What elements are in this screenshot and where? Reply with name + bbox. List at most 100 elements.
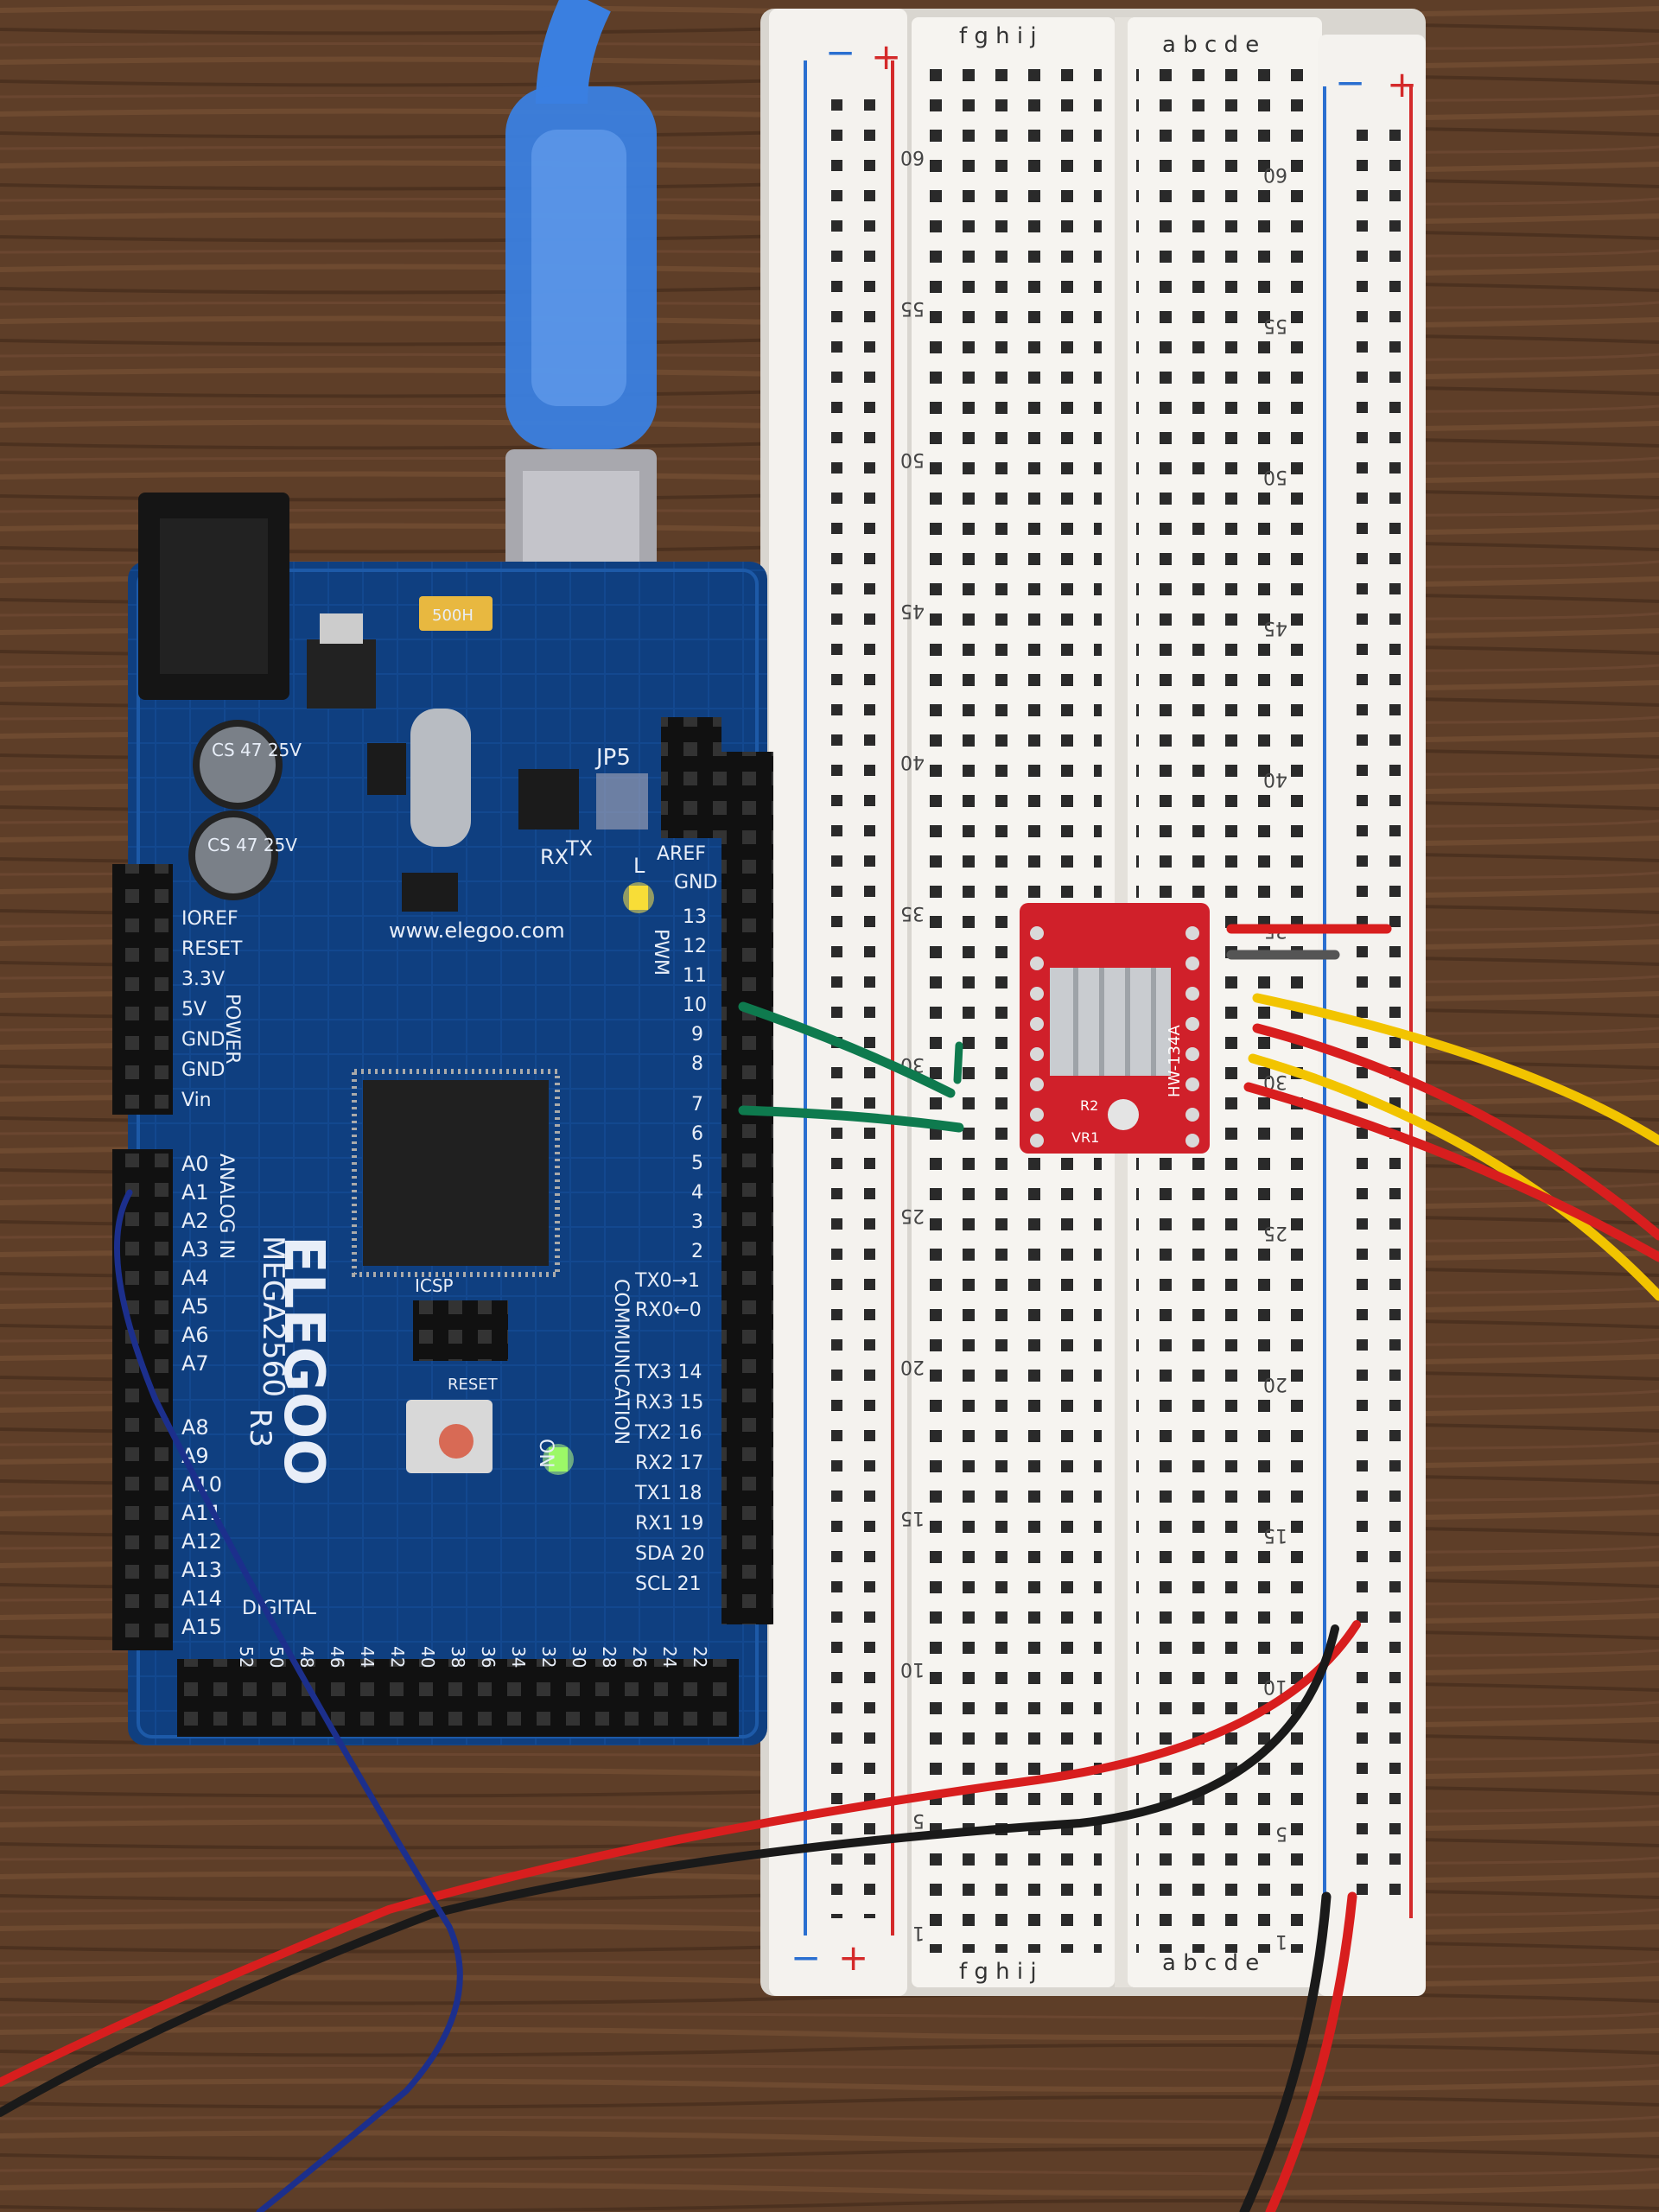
svg-text:RX: RX (540, 845, 569, 869)
svg-text:500H: 500H (432, 607, 474, 625)
svg-text:10: 10 (900, 1658, 925, 1680)
voltage-regulator (307, 639, 376, 709)
svg-text:44: 44 (357, 1646, 378, 1668)
svg-text:4: 4 (691, 1182, 703, 1204)
svg-text:A5: A5 (181, 1294, 209, 1319)
red-power-lead (0, 1620, 1361, 2087)
svg-text:GND: GND (181, 1029, 225, 1051)
power-label: POWER (221, 994, 243, 1065)
svg-text:20: 20 (1263, 1373, 1287, 1395)
svg-text:8: 8 (691, 1053, 703, 1075)
svg-text:RX0←0: RX0←0 (635, 1300, 702, 1321)
svg-text:VR1: VR1 (1071, 1129, 1099, 1146)
rail-minus-label-bottom: − (791, 1936, 821, 1979)
usb-interface-chip (518, 769, 579, 830)
digital-label: DIGITAL (242, 1598, 317, 1619)
svg-text:GND: GND (181, 1059, 225, 1081)
icsp-header (413, 1300, 508, 1361)
svg-text:TX0→1: TX0→1 (634, 1270, 700, 1292)
svg-text:34: 34 (508, 1646, 529, 1668)
svg-text:ON: ON (535, 1439, 556, 1468)
svg-text:30: 30 (569, 1646, 589, 1668)
svg-text:1: 1 (1275, 1930, 1287, 1952)
svg-text:RX2 17: RX2 17 (635, 1452, 703, 1474)
row-numbers-right: 60 55 50 45 40 35 30 25 20 15 10 5 1 (1263, 163, 1287, 1952)
svg-text:24: 24 (659, 1646, 680, 1668)
svg-text:10: 10 (683, 995, 707, 1016)
svg-text:TX1 18: TX1 18 (634, 1483, 702, 1504)
red-lead-bottom (1265, 1891, 1357, 2212)
digital-bottom-header (177, 1659, 739, 1737)
crystal-oscillator (410, 709, 471, 847)
revision-label: R3 (243, 1408, 277, 1447)
rail-plus-label-bottom: + (838, 1936, 868, 1979)
driver-model-label: HW-134A (1166, 1025, 1184, 1097)
website-label: www.elegoo.com (389, 918, 565, 943)
svg-text:22: 22 (690, 1646, 710, 1668)
atmega2560-chip (352, 1069, 560, 1277)
svg-text:A14: A14 (181, 1586, 222, 1611)
svg-text:5V: 5V (181, 999, 207, 1020)
svg-text:AREF: AREF (657, 843, 706, 865)
svg-text:36: 36 (478, 1646, 499, 1668)
row-numbers-left: 60 55 50 45 40 35 30 25 20 15 10 5 1 (900, 146, 925, 1943)
capacitor-2: CS 47 25V (188, 810, 297, 900)
svg-text:GND: GND (674, 872, 717, 893)
svg-text:50: 50 (266, 1646, 287, 1668)
rail-minus-label: − (825, 31, 855, 73)
svg-text:13: 13 (683, 906, 707, 928)
svg-text:A12: A12 (181, 1529, 222, 1554)
svg-text:42: 42 (387, 1646, 408, 1668)
capacitor-1: CS 47 25V (193, 720, 302, 810)
arduino-mega-board: 500H CS 47 25V CS 47 25V JP5 TX RX L (112, 493, 773, 1745)
svg-text:45: 45 (1263, 617, 1287, 639)
red-wire-1 (1252, 1023, 1659, 1241)
model-label: MEGA2560 (256, 1236, 290, 1397)
svg-text:15: 15 (900, 1507, 925, 1529)
green-wire-1 (738, 1001, 956, 1098)
svg-text:CS 47 25V: CS 47 25V (207, 835, 297, 855)
rail-minus-label-right: − (1335, 61, 1365, 104)
cols-left-bottom: f g h i j (959, 1959, 1037, 1985)
svg-text:50: 50 (900, 448, 925, 470)
svg-text:55: 55 (900, 297, 925, 319)
svg-text:7: 7 (691, 1094, 703, 1116)
svg-text:32: 32 (538, 1646, 559, 1668)
green-wire-2 (738, 1105, 964, 1133)
svg-text:RESET: RESET (181, 938, 243, 960)
svg-text:A3: A3 (181, 1237, 209, 1262)
svg-text:15: 15 (1263, 1524, 1287, 1546)
svg-text:25: 25 (900, 1205, 925, 1226)
svg-text:TX2 16: TX2 16 (634, 1422, 702, 1444)
svg-text:R2: R2 (1080, 1097, 1098, 1114)
svg-text:RESET: RESET (448, 1376, 499, 1394)
blue-wire (113, 1189, 463, 2212)
svg-text:48: 48 (296, 1646, 317, 1668)
analog-in-label: ANALOG IN (215, 1154, 237, 1259)
svg-text:28: 28 (599, 1646, 620, 1668)
svg-text:40: 40 (900, 751, 925, 772)
svg-text:SDA 20: SDA 20 (635, 1543, 705, 1565)
svg-text:12: 12 (683, 936, 707, 957)
cols-right-bottom: a b c d e (1162, 1950, 1259, 1976)
jp5-header (661, 717, 721, 838)
svg-text:Vin: Vin (181, 1090, 212, 1111)
stepper-driver-module: VR1 R2 HW-134A (1020, 903, 1210, 1154)
svg-text:6: 6 (691, 1123, 703, 1145)
svg-text:26: 26 (629, 1646, 650, 1668)
svg-text:TX3 14: TX3 14 (634, 1362, 702, 1383)
svg-text:1: 1 (912, 1922, 925, 1943)
svg-text:A1: A1 (181, 1180, 209, 1205)
black-power-lead (0, 1624, 1339, 2117)
svg-text:35: 35 (900, 902, 925, 924)
svg-text:3.3V: 3.3V (181, 969, 225, 990)
svg-text:45: 45 (900, 600, 925, 621)
rail-plus-label-right: + (1387, 63, 1417, 105)
svg-text:5: 5 (912, 1809, 925, 1831)
svg-text:11: 11 (683, 965, 707, 987)
svg-text:A0: A0 (181, 1152, 209, 1176)
potentiometer[interactable] (1108, 1099, 1139, 1130)
svg-text:JP5: JP5 (594, 745, 631, 771)
svg-text:60: 60 (1263, 163, 1287, 185)
